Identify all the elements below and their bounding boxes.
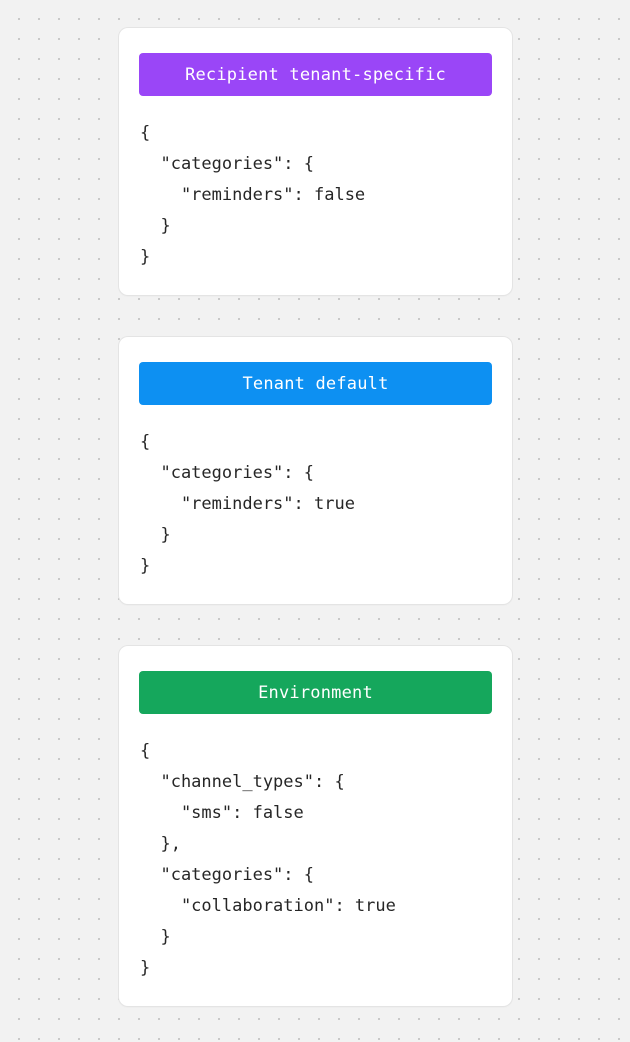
preference-card-tenant-default: Tenant default { "categories": { "remind… xyxy=(119,337,512,604)
card-badge-tenant-default: Tenant default xyxy=(139,362,492,405)
card-code-environment: { "channel_types": { "sms": false }, "ca… xyxy=(140,741,396,978)
card-code-tenant-default: { "categories": { "reminders": true } } xyxy=(140,432,355,576)
card-badge-recipient-tenant-specific: Recipient tenant-specific xyxy=(139,53,492,96)
card-badge-environment: Environment xyxy=(139,671,492,714)
preference-card-environment: Environment { "channel_types": { "sms": … xyxy=(119,646,512,1006)
preference-card-recipient-tenant-specific: Recipient tenant-specific { "categories"… xyxy=(119,28,512,295)
card-code-recipient-tenant-specific: { "categories": { "reminders": false } } xyxy=(140,123,366,267)
